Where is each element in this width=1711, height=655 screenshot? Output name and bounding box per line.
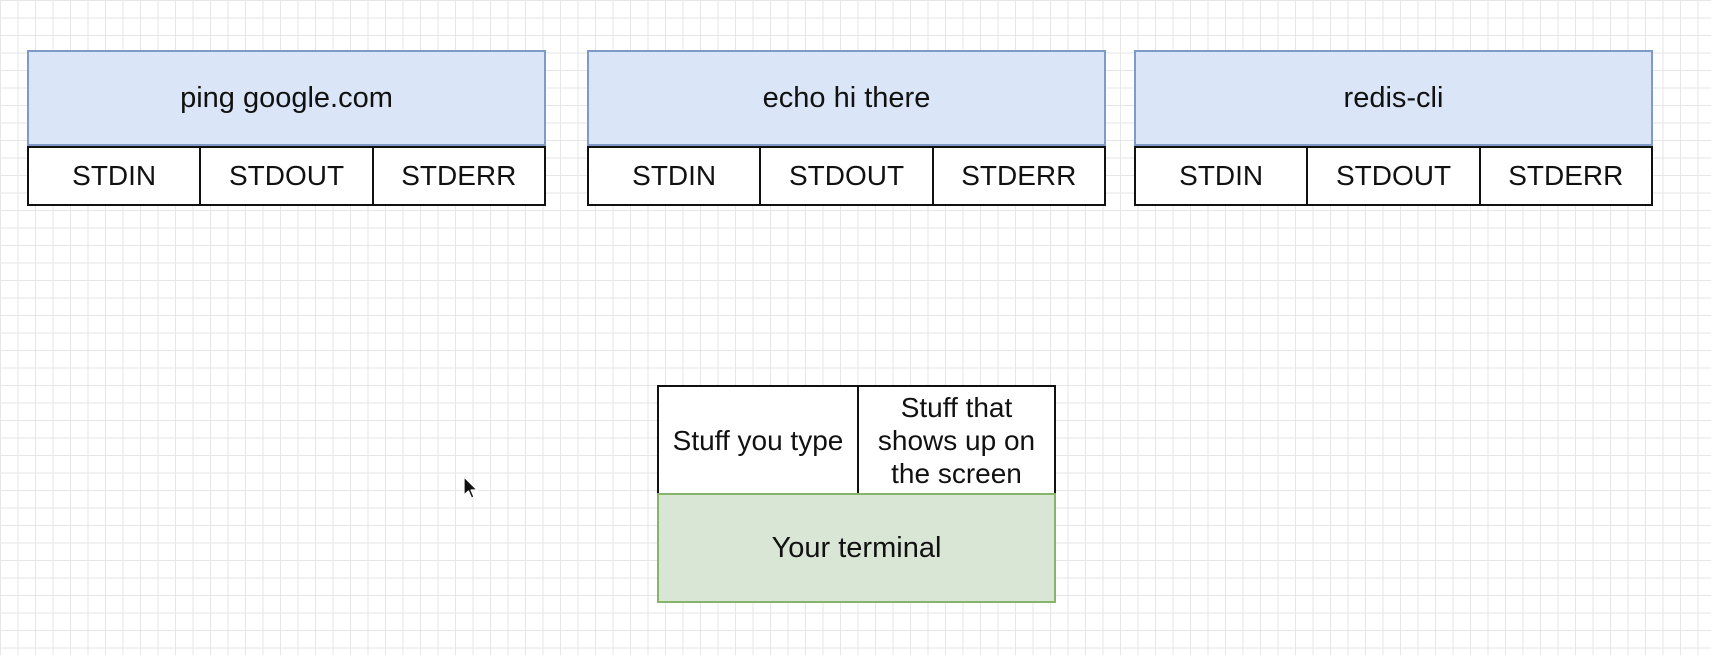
process-echo: echo hi there STDIN STDOUT STDERR xyxy=(587,50,1106,206)
process-streams: STDIN STDOUT STDERR xyxy=(1134,146,1653,206)
stream-stderr: STDERR xyxy=(1478,148,1651,204)
process-redis-cli: redis-cli STDIN STDOUT STDERR xyxy=(1134,50,1653,206)
stream-stdout: STDOUT xyxy=(1306,148,1478,204)
mouse-pointer-icon xyxy=(463,476,478,499)
process-streams: STDIN STDOUT STDERR xyxy=(587,146,1106,206)
process-command-box: echo hi there xyxy=(587,50,1106,146)
stream-stdin: STDIN xyxy=(1179,160,1264,191)
terminal-io-row: Stuff you type Stuff that shows up on th… xyxy=(657,385,1056,495)
stream-stderr: STDERR xyxy=(371,148,544,204)
process-command-box: ping google.com xyxy=(27,50,546,146)
process-streams: STDIN STDOUT STDERR xyxy=(27,146,546,206)
stream-stdin: STDIN xyxy=(632,160,717,191)
terminal-box: Your terminal xyxy=(657,493,1056,603)
stream-stdout: STDOUT xyxy=(199,148,371,204)
stream-stderr: STDERR xyxy=(931,148,1104,204)
process-ping: ping google.com STDIN STDOUT STDERR xyxy=(27,50,546,206)
stream-stdin: STDIN xyxy=(72,160,157,191)
process-command-box: redis-cli xyxy=(1134,50,1653,146)
terminal-output-cell: Stuff that shows up on the screen xyxy=(857,387,1054,493)
terminal-diagram: Stuff you type Stuff that shows up on th… xyxy=(657,385,1056,603)
process-command: redis-cli xyxy=(1343,81,1444,114)
stream-stdout: STDOUT xyxy=(759,148,931,204)
process-command: echo hi there xyxy=(762,81,931,114)
terminal-input-cell: Stuff you type xyxy=(672,424,844,456)
process-command: ping google.com xyxy=(180,81,393,114)
terminal-label: Your terminal xyxy=(771,531,942,564)
